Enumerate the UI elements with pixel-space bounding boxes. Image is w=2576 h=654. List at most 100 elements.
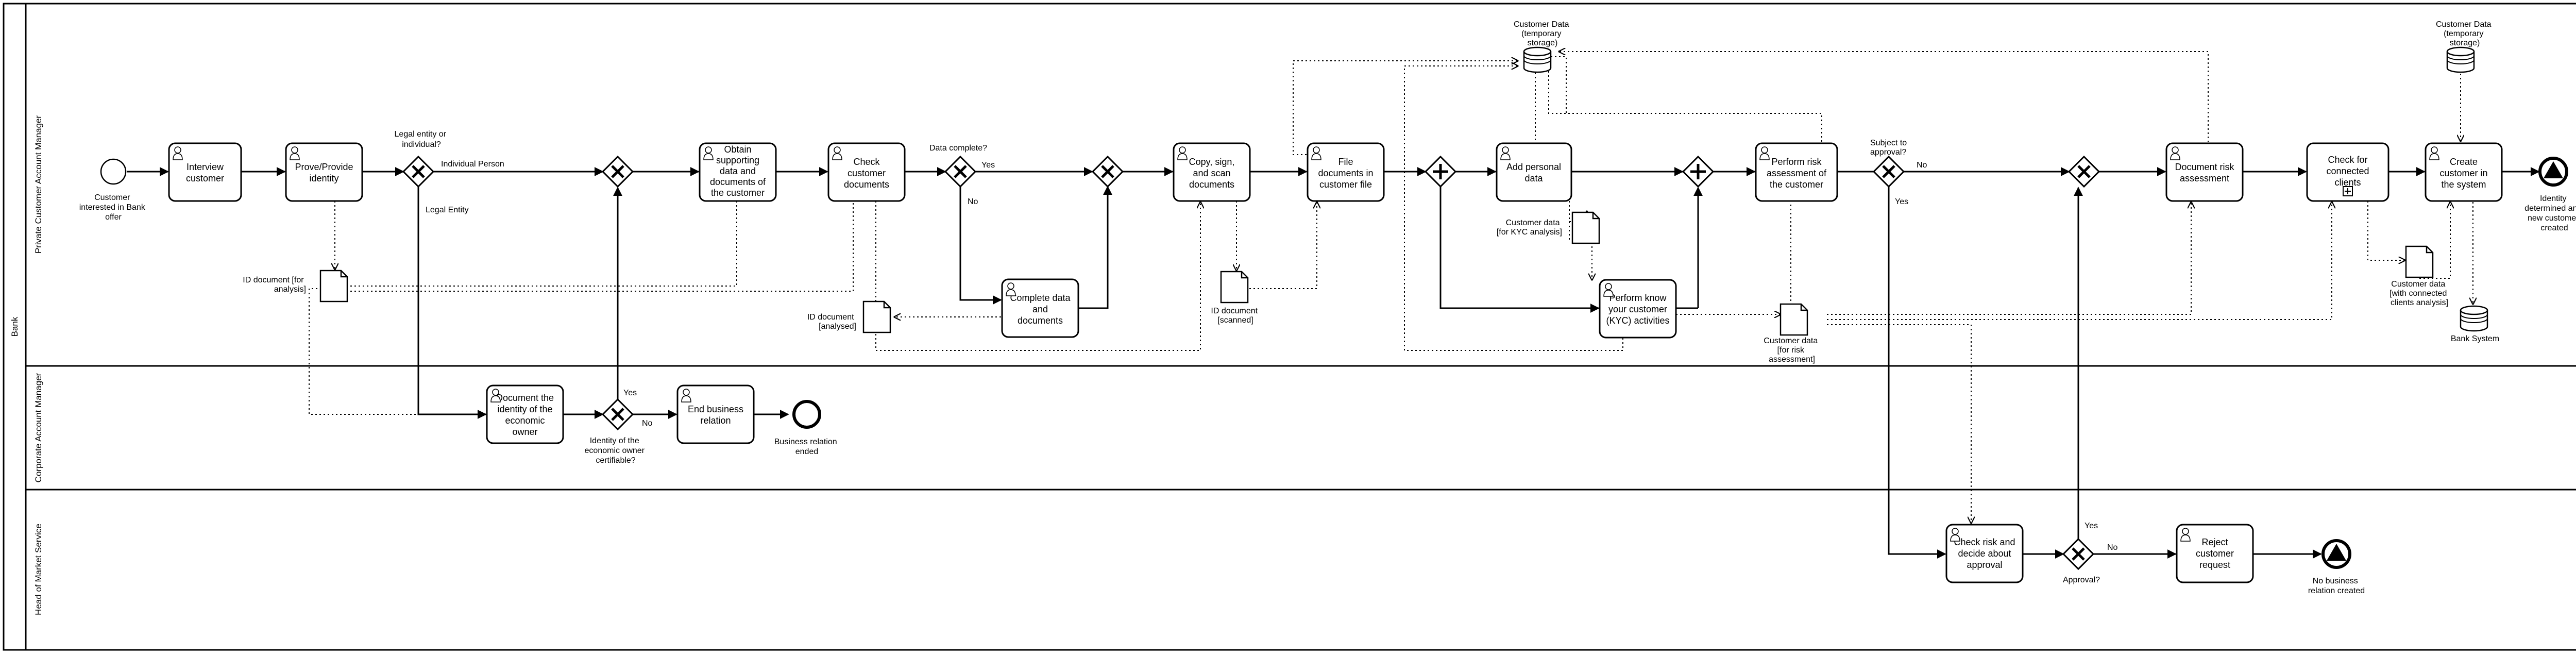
user-icon — [1759, 146, 1770, 160]
user-icon — [1603, 283, 1614, 297]
gateway-subject-approval-label: Subject to approval? — [1870, 139, 1909, 157]
user-icon — [1500, 146, 1511, 160]
user-icon — [832, 146, 842, 160]
pool-bank: Bank Private Customer Account Manager Co… — [3, 3, 2576, 651]
gateway-parallel-join[interactable] — [1682, 155, 1715, 188]
data-object-customer-connected[interactable] — [2405, 245, 2434, 278]
data-object-id-doc-analysis-label: ID document [for analysis] — [243, 276, 306, 294]
user-icon — [173, 146, 183, 160]
data-store-temp-right[interactable] — [2446, 46, 2475, 73]
data-store-temp-right-label: Customer Data (temporary storage) — [2436, 20, 2494, 47]
user-icon — [2180, 528, 2191, 542]
data-object-id-document-analysis[interactable] — [319, 270, 348, 303]
user-icon — [703, 146, 714, 160]
lane-label-private: Private Customer Account Manager — [33, 115, 43, 254]
data-store-bank-system-label: Bank System — [2451, 334, 2499, 343]
gateway-identity-certifiable[interactable] — [601, 398, 634, 431]
user-icon — [1177, 146, 1188, 160]
gateway-data-complete-label: Data complete? — [929, 144, 987, 153]
user-icon — [1311, 146, 1321, 160]
data-store-bank-system[interactable] — [2460, 305, 2488, 332]
end-event-no-relation[interactable] — [2321, 539, 2351, 569]
flow-label-individual: Individual Person — [441, 160, 504, 169]
user-icon — [1006, 282, 1016, 296]
gateway-legal-entity[interactable] — [402, 155, 435, 188]
gateway-parallel-split[interactable] — [1424, 155, 1457, 188]
user-icon — [2429, 146, 2439, 160]
user-icon — [681, 389, 691, 403]
gateway-merge-3[interactable] — [2067, 155, 2100, 188]
gateway-legal-entity-label: Legal entity or individual? — [395, 130, 449, 149]
user-icon — [2170, 146, 2180, 160]
data-object-customer-risk[interactable] — [1780, 303, 1808, 336]
flow-label-no-identity: No — [642, 419, 653, 428]
start-event-label: Customer interested in Bank offer — [79, 193, 148, 222]
flow-label-yes-approval: Yes — [2084, 522, 2098, 530]
data-object-customer-kyc[interactable] — [1571, 211, 1600, 244]
end-event-relation-ended-label: Business relation ended — [774, 438, 839, 456]
lane-label-market: Head of Market Service — [33, 524, 43, 615]
data-store-temp-main[interactable] — [1523, 46, 1552, 73]
gateway-subject-approval[interactable] — [1872, 155, 1905, 188]
gateway-merge-2[interactable] — [1091, 155, 1124, 188]
flow-label-no-approval: No — [2107, 543, 2118, 552]
gateway-approval[interactable] — [2062, 538, 2095, 571]
end-event-identity-created[interactable] — [2538, 157, 2568, 187]
start-event[interactable] — [100, 158, 127, 185]
data-object-cust-risk-label: Customer data [for risk assessment] — [1764, 337, 1820, 364]
gateway-identity-certifiable-label: Identity of the economic owner certifiab… — [585, 437, 647, 465]
data-object-id-document-analysed[interactable] — [862, 300, 891, 333]
data-object-id-doc-scanned-label: ID document [scanned] — [1211, 307, 1260, 325]
data-object-cust-connected-label: Customer data [with connected clients an… — [2389, 280, 2449, 307]
flow-label-yes-subject: Yes — [1895, 197, 1908, 206]
lane-label-corporate: Corporate Account Manager — [33, 373, 43, 482]
gateway-merge-1[interactable] — [601, 155, 634, 188]
gateway-data-complete[interactable] — [944, 155, 977, 188]
data-object-id-doc-analysed-label: ID document [analysed] — [807, 313, 856, 331]
flow-label-yes-identity: Yes — [623, 389, 637, 397]
end-event-relation-ended[interactable] — [792, 400, 821, 429]
sequence-flows — [127, 167, 2540, 559]
end-event-identity-label: Identity determined and new customer cre… — [2524, 194, 2576, 232]
data-object-id-document-scanned[interactable] — [1220, 271, 1249, 304]
gateway-approval-label: Approval? — [2063, 576, 2100, 584]
user-icon — [290, 146, 300, 160]
end-event-no-relation-label: No business relation created — [2308, 577, 2365, 595]
flow-label-no-subject: No — [1917, 161, 1927, 170]
